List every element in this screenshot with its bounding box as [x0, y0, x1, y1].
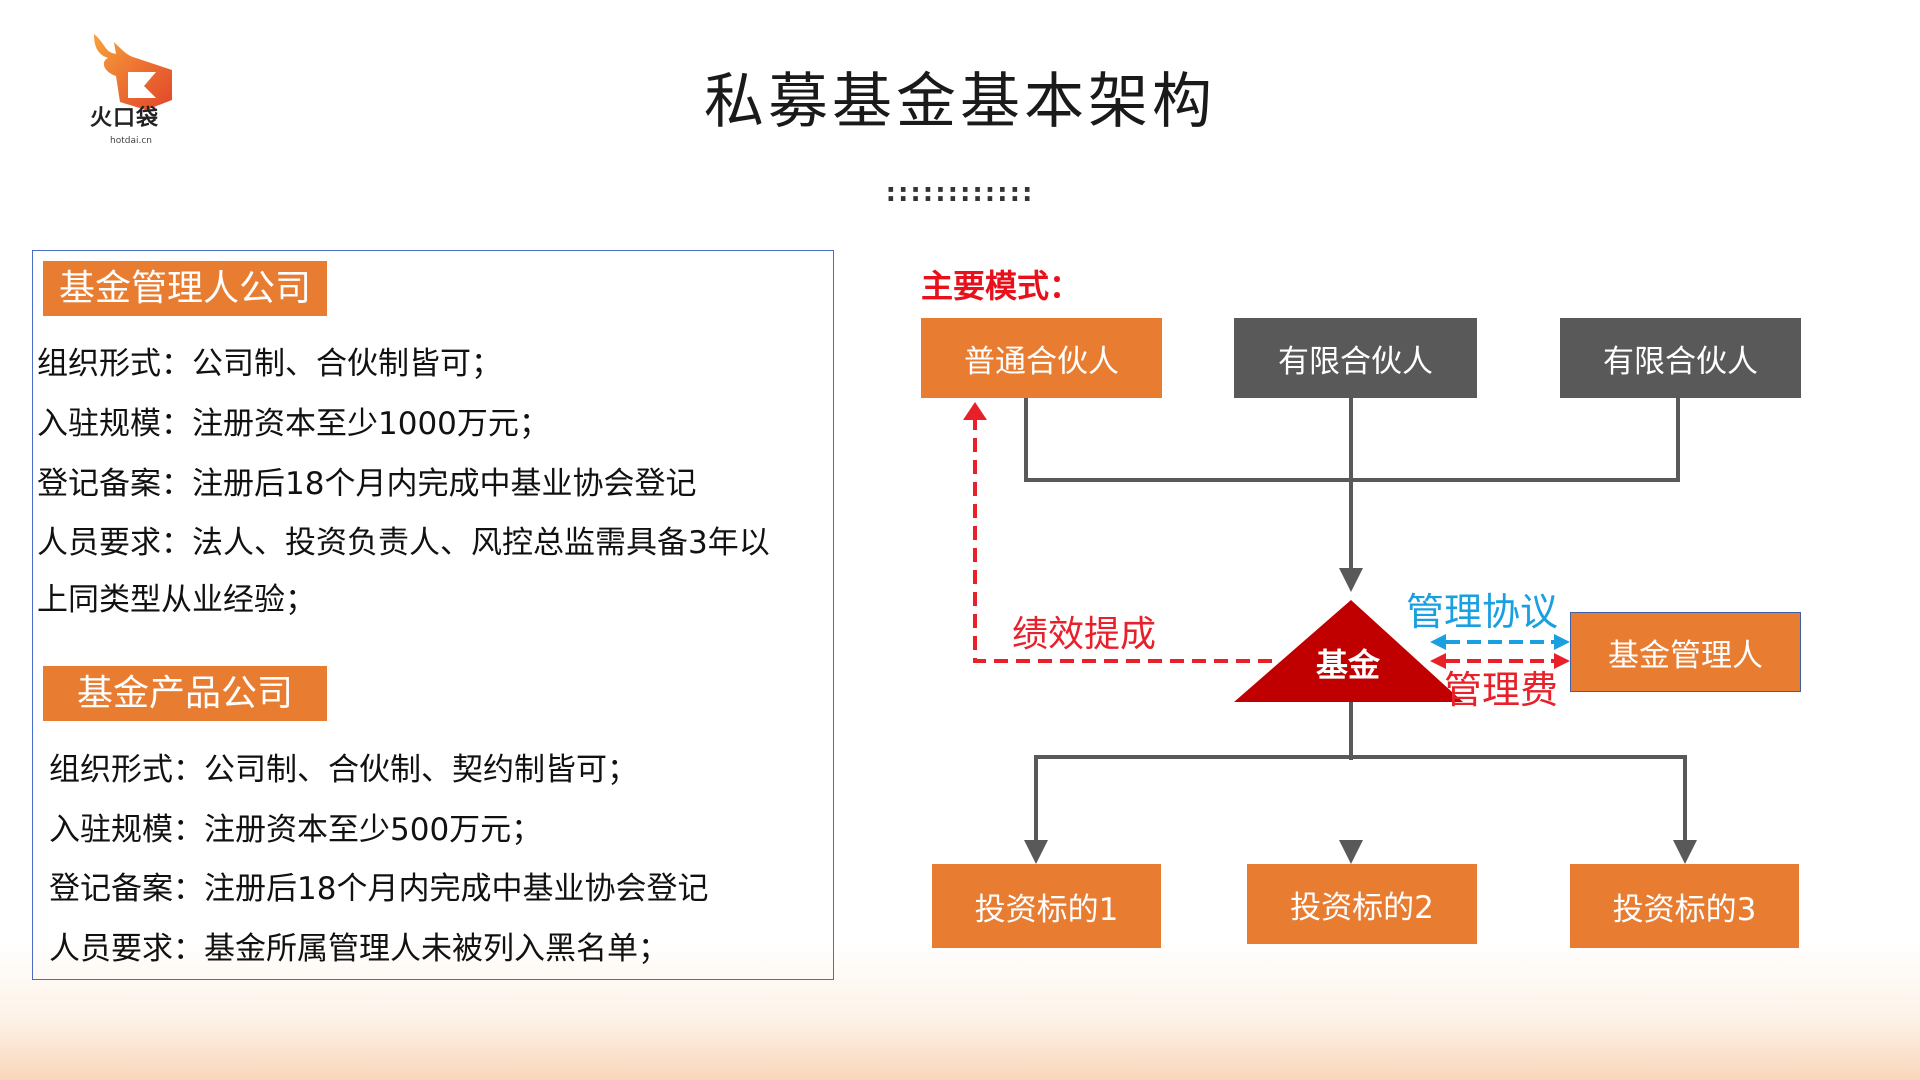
flame-logo-icon	[94, 34, 172, 110]
investment-target-3: 投资标的3	[1570, 864, 1799, 948]
fund-triangle	[1234, 600, 1463, 702]
limited-partner-box-2: 有限合伙人	[1560, 318, 1801, 398]
manager-line: 上同类型从业经验；	[37, 582, 316, 618]
general-partner-box: 普通合伙人	[921, 318, 1162, 398]
product-line: 登记备案：注册后18个月内完成中基业协会登记	[49, 871, 709, 907]
performance-dashed-arrow	[973, 418, 1272, 663]
performance-arrow-head	[963, 402, 987, 420]
agreement-label: 管理协议	[1405, 590, 1558, 634]
arrow-head-target-1	[1024, 840, 1048, 864]
logo-domain: hotdai.cn	[110, 136, 152, 146]
logo: 火口袋 hotdai.cn	[86, 32, 186, 147]
bottom-wave-decoration	[0, 940, 1920, 1080]
fund-label: 基金	[1316, 646, 1381, 684]
manager-line: 入驻规模：注册资本至少1000万元；	[37, 406, 550, 442]
product-line: 人员要求：基金所属管理人未被列入黑名单；	[49, 931, 669, 967]
requirements-panel	[32, 250, 834, 980]
investment-target-1: 投资标的1	[932, 864, 1161, 948]
arrow-head-target-3	[1673, 840, 1697, 864]
manager-line: 人员要求：法人、投资负责人、风控总监需具备3年以	[37, 525, 770, 561]
fee-label: 管理费	[1443, 668, 1558, 712]
arrow-head-target-2	[1339, 840, 1363, 864]
product-company-header: 基金产品公司	[43, 666, 327, 721]
title-divider-dots: ::::::::::::	[885, 178, 1035, 208]
mode-label: 主要模式：	[921, 267, 1082, 305]
target-connector	[1034, 755, 1687, 845]
arrow-head-fund	[1339, 568, 1363, 592]
product-line: 入驻规模：注册资本至少500万元；	[49, 812, 543, 848]
fee-arrow-heads	[1430, 653, 1570, 669]
fund-manager-box: 基金管理人	[1570, 612, 1801, 692]
logo-brand: 火口袋	[90, 106, 160, 131]
manager-company-header: 基金管理人公司	[43, 261, 327, 316]
investment-target-2: 投资标的2	[1247, 864, 1477, 944]
product-line: 组织形式：公司制、合伙制、契约制皆可；	[49, 752, 638, 788]
agreement-arrow-heads	[1430, 634, 1570, 650]
page-title: 私募基金基本架构	[704, 67, 1216, 137]
manager-line: 登记备案：注册后18个月内完成中基业协会登记	[37, 466, 697, 502]
manager-line: 组织形式：公司制、合伙制皆可；	[37, 346, 502, 382]
performance-label: 绩效提成	[1012, 614, 1157, 655]
limited-partner-box-1: 有限合伙人	[1234, 318, 1477, 398]
